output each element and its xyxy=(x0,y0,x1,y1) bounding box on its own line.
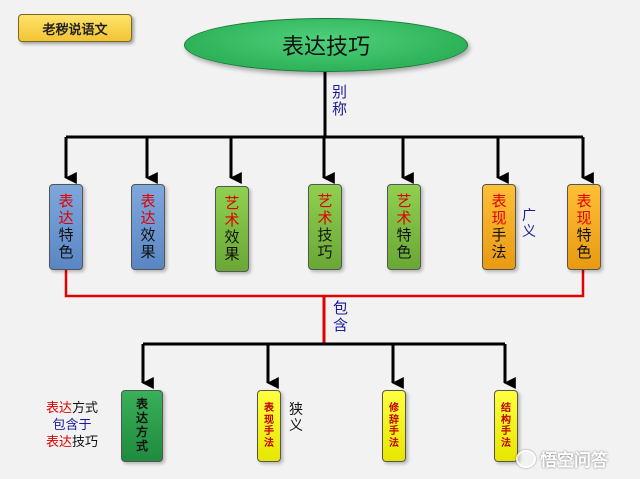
root-node: 表达技巧 xyxy=(184,18,468,72)
top-node-art-skill: 艺 术 技 巧 xyxy=(308,184,342,270)
author-badge: 老秽说语文 xyxy=(18,14,132,42)
root-node-label: 表达技巧 xyxy=(281,35,370,60)
edge-label-contains: 包 含 xyxy=(333,299,349,335)
top-node-art-feature: 艺 术 特 色 xyxy=(387,184,421,270)
top-arrows xyxy=(64,137,594,184)
bottom-node-expression-mode: 表 达 方 式 xyxy=(121,390,163,462)
top-node-representation-feature: 表 现 特 色 xyxy=(567,184,601,270)
inclusion-note: 表达方式 包含于 表达技巧 xyxy=(45,401,99,450)
author-badge-text: 老秽说语文 xyxy=(42,22,108,38)
top-node-art-effect: 艺 术 效 果 xyxy=(215,186,249,272)
bottom-node-rhetoric-technique: 修 辞 手 法 xyxy=(382,390,406,462)
top-node-expression-feature: 表 达 特 色 xyxy=(49,184,83,270)
red-bracket xyxy=(64,270,585,298)
watermark-text: 悟空问答 xyxy=(540,451,608,471)
chat-bubble-icon xyxy=(516,449,536,468)
top-node-expression-effect: 表 达 效 果 xyxy=(131,184,165,270)
side-label-broad: 广 义 xyxy=(522,208,536,241)
bottom-arrows xyxy=(141,344,516,389)
side-label-narrow: 狭 义 xyxy=(289,402,303,435)
top-node-representation-technique: 表 现 手 法 xyxy=(482,184,516,270)
bottom-node-representation-technique: 表 现 手 法 xyxy=(257,390,281,462)
watermark: 悟空问答 xyxy=(516,446,608,471)
bottom-node-structure-technique: 结 构 手 法 xyxy=(494,390,518,462)
edge-label-alias: 别 称 xyxy=(332,83,348,119)
